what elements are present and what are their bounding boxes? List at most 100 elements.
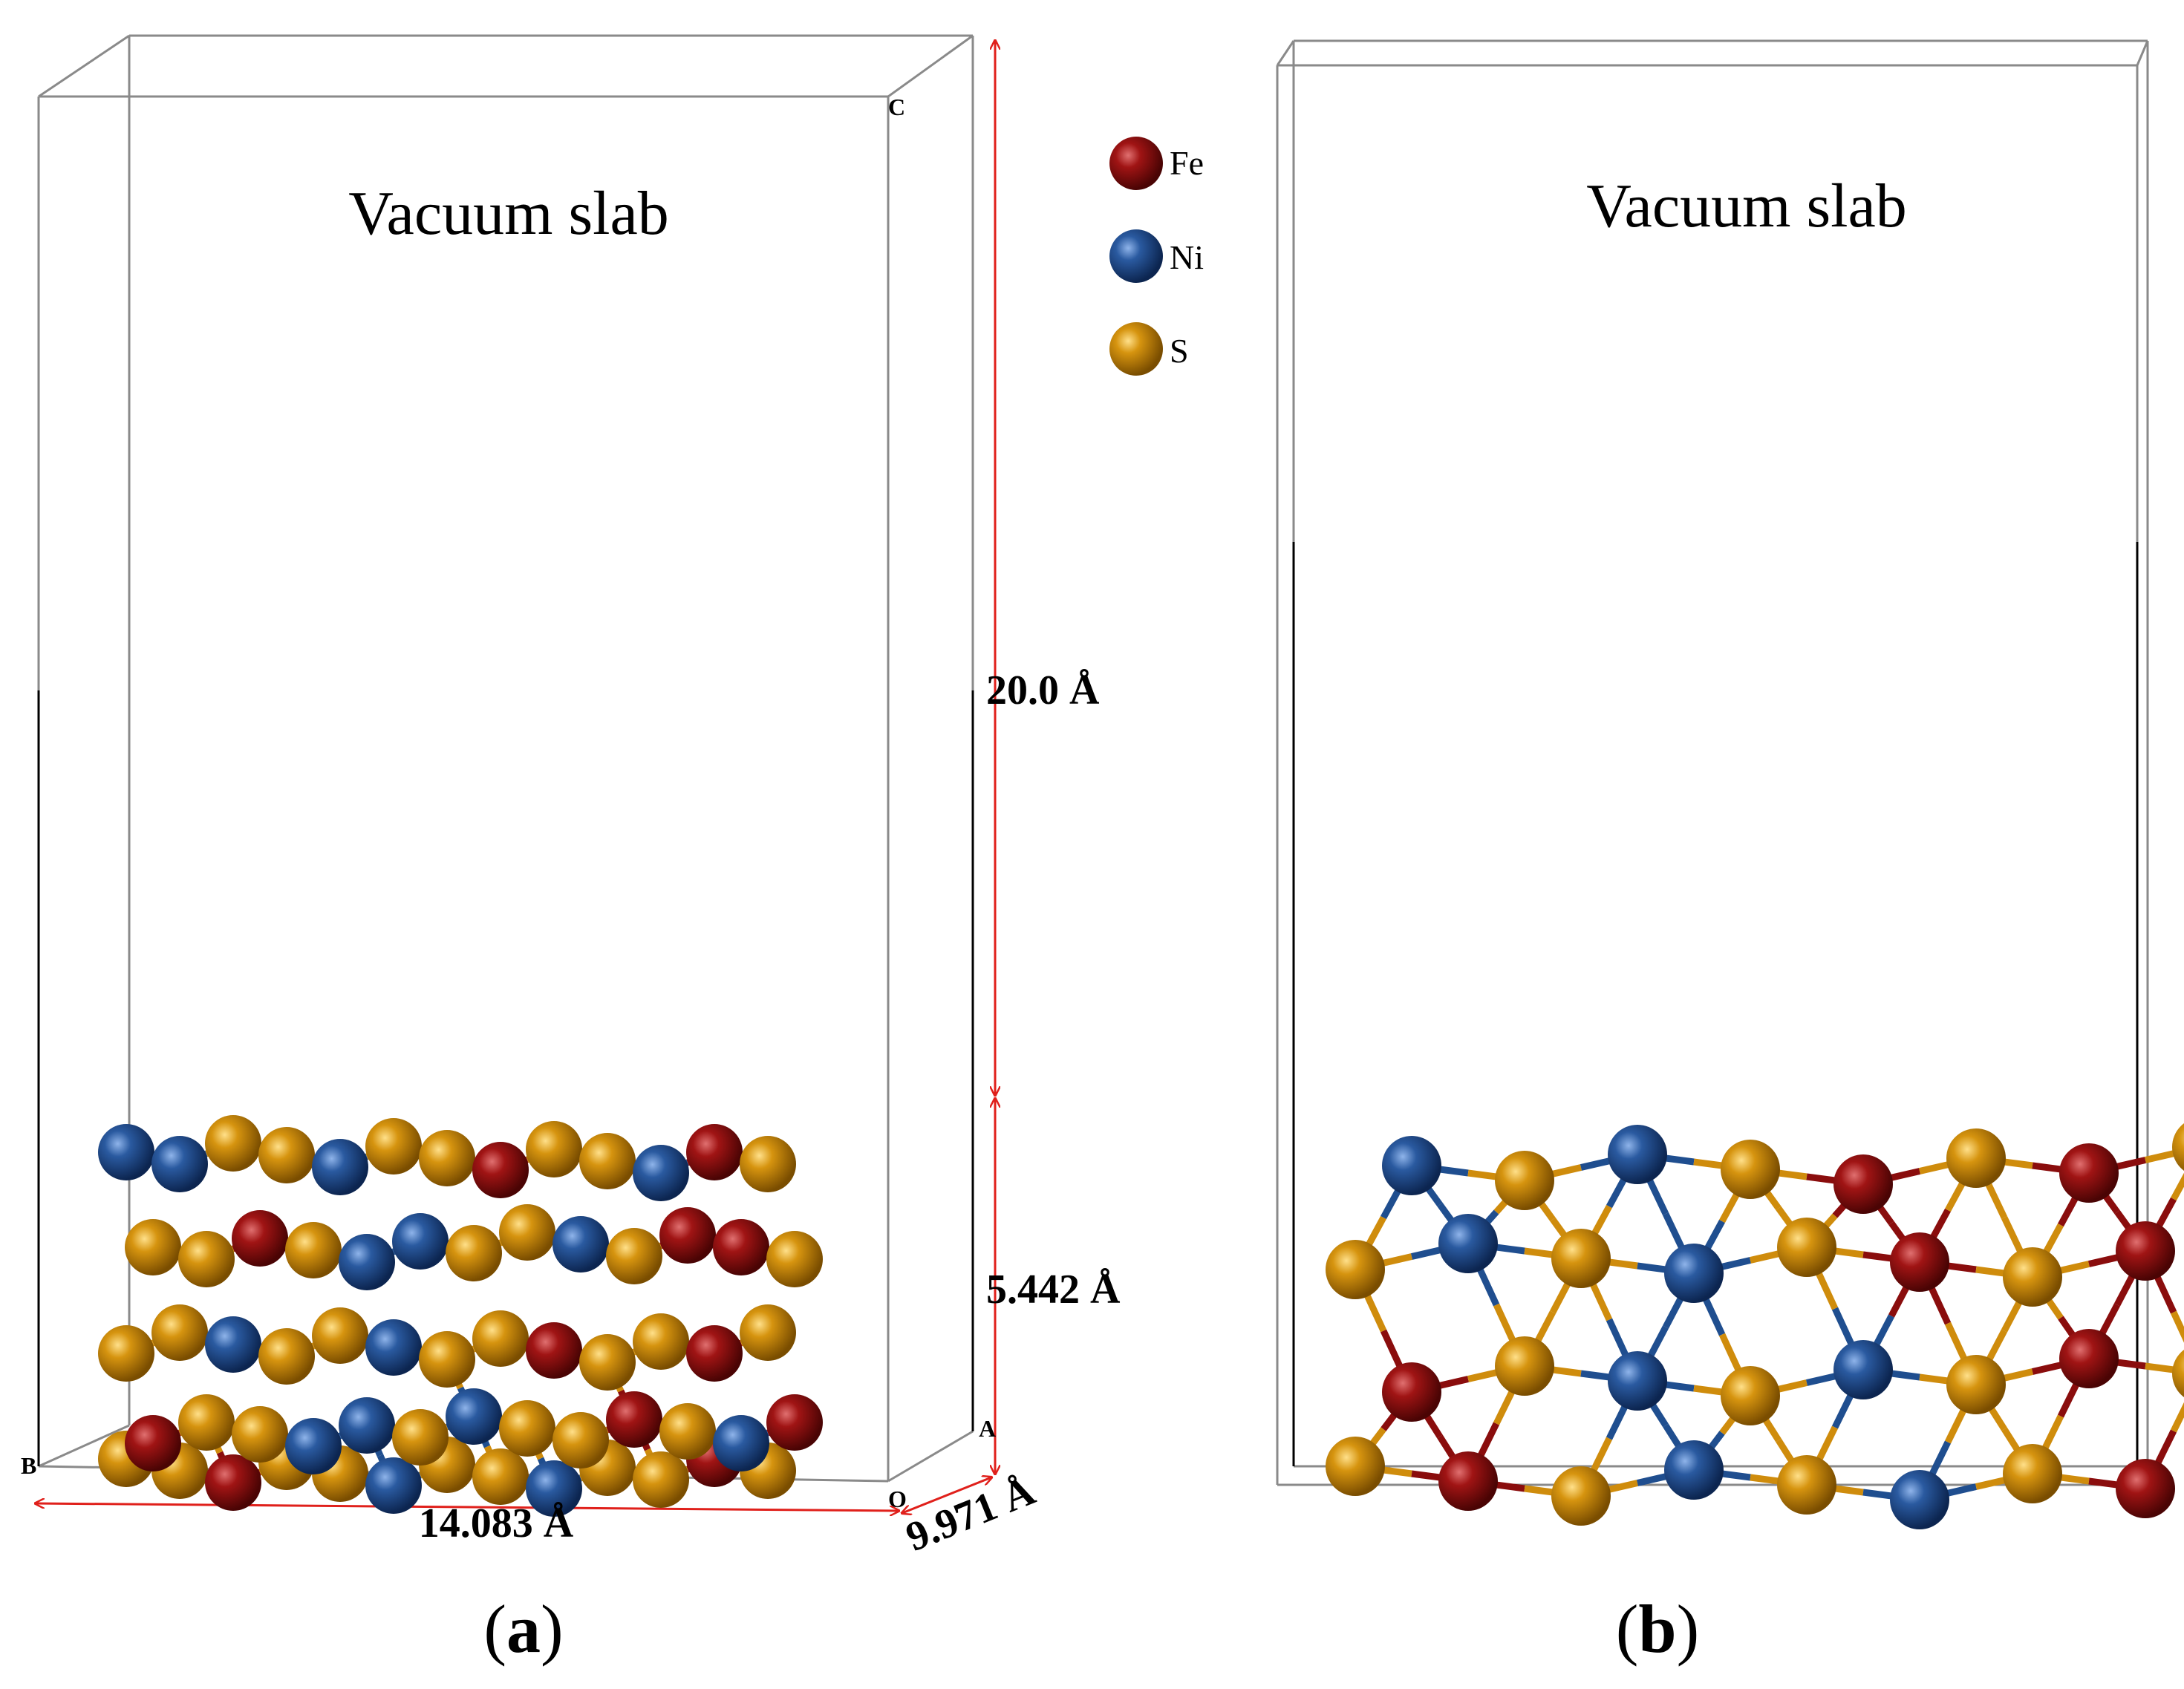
- vacuum-slab-label-a: Vacuum slab: [348, 179, 669, 248]
- s-atom: [740, 1304, 796, 1361]
- s-atom: [606, 1228, 662, 1284]
- ni-atom: [1438, 1214, 1498, 1273]
- ni-atom: [1664, 1244, 1724, 1303]
- s-atom: [232, 1406, 288, 1463]
- ni-atom: [365, 1319, 422, 1376]
- s-atom: [1551, 1466, 1611, 1526]
- ni-atom: [1382, 1136, 1441, 1195]
- ni-atom: [713, 1415, 769, 1471]
- legend-label-fe: Fe: [1170, 144, 1204, 182]
- s-atom: [258, 1127, 315, 1183]
- slab-height-label: 5.442 Å: [986, 1267, 1121, 1313]
- ni-atom: [339, 1397, 395, 1454]
- axis-label-c: C: [888, 94, 905, 120]
- s-atom: [499, 1400, 555, 1457]
- fe-atom: [125, 1415, 181, 1471]
- ni-atom: [552, 1216, 609, 1273]
- legend: Fe Ni S: [1109, 137, 1204, 376]
- vacuum-slab-label-b: Vacuum slab: [1586, 171, 1907, 241]
- fe-atom: [472, 1142, 529, 1198]
- s-atom: [1946, 1128, 2006, 1188]
- fe-atom: [606, 1391, 662, 1448]
- fe-atom: [526, 1322, 582, 1379]
- ni-atom: [1833, 1340, 1893, 1399]
- fe-atom: [2059, 1143, 2119, 1203]
- ni-atom: [365, 1457, 422, 1514]
- s-atom: [125, 1219, 181, 1275]
- legend-item-ni: Ni: [1109, 229, 1204, 283]
- s-atom: [659, 1403, 716, 1460]
- s-atom: [579, 1334, 636, 1391]
- s-atom: [2003, 1247, 2062, 1307]
- caption-open: (: [483, 1591, 506, 1667]
- caption-close: ): [541, 1591, 564, 1667]
- s-atom: [1326, 1437, 1385, 1496]
- s-atom: [472, 1448, 529, 1505]
- slab-structure-a: [98, 1115, 823, 1517]
- vacuum-height-label: 20.0 Å: [986, 667, 1100, 713]
- ni-atom: [446, 1388, 502, 1445]
- bond: [2171, 1172, 2184, 1201]
- depth-arrow: [902, 1477, 991, 1513]
- fe-atom: [1438, 1451, 1498, 1511]
- s-atom: [98, 1325, 154, 1382]
- dimension-arrows: [36, 41, 995, 1513]
- axis-label-b: B: [21, 1452, 36, 1479]
- caption-a: (a): [483, 1591, 563, 1667]
- s-atom: [579, 1133, 636, 1189]
- ni-atom: [633, 1145, 689, 1201]
- s-atom: [419, 1331, 475, 1388]
- bond: [2170, 1402, 2184, 1433]
- s-atom: [1551, 1229, 1611, 1288]
- fe-atom: [205, 1454, 261, 1511]
- s-atom-icon: [1109, 322, 1163, 376]
- s-atom: [446, 1225, 502, 1281]
- fe-atom: [659, 1207, 716, 1264]
- s-atom: [258, 1328, 315, 1385]
- s-atom: [2172, 1123, 2184, 1171]
- ni-atom: [339, 1234, 395, 1290]
- s-atom: [1721, 1366, 1780, 1425]
- depth-label: 9.971 Å: [900, 1468, 1042, 1561]
- legend-label-ni: Ni: [1170, 238, 1204, 276]
- panel-b: Vacuum slab (b): [1276, 39, 2184, 1667]
- fe-atom-icon: [1109, 137, 1163, 190]
- slab-structure-b: [1326, 1123, 2184, 1529]
- bond: [2170, 1310, 2184, 1343]
- caption-letter: a: [506, 1591, 541, 1667]
- ni-atom: [1608, 1125, 1667, 1184]
- fe-atom: [2116, 1221, 2175, 1281]
- s-atom: [285, 1222, 342, 1278]
- caption-b: (b): [1616, 1591, 1699, 1667]
- fe-atom: [232, 1210, 288, 1267]
- fe-atom: [1833, 1154, 1893, 1214]
- width-arrow: [36, 1503, 899, 1511]
- s-atom: [151, 1304, 208, 1361]
- s-atom: [1326, 1240, 1385, 1299]
- ni-atom: [1664, 1440, 1724, 1500]
- caption-open: (: [1616, 1591, 1639, 1667]
- ni-atom: [312, 1139, 368, 1195]
- legend-label-s: S: [1170, 332, 1189, 370]
- s-atom: [1777, 1455, 1836, 1515]
- s-atom: [2172, 1350, 2184, 1397]
- caption-letter: b: [1638, 1591, 1676, 1667]
- ni-atom: [285, 1418, 342, 1474]
- ni-atom: [205, 1316, 261, 1373]
- axis-label-a: A: [979, 1415, 996, 1442]
- s-atom: [312, 1307, 368, 1364]
- cell-edge: [887, 34, 974, 98]
- fe-atom: [686, 1325, 743, 1382]
- cell-edge: [2136, 40, 2149, 66]
- fe-atom: [2059, 1329, 2119, 1388]
- s-atom: [472, 1310, 529, 1367]
- legend-item-s: S: [1109, 322, 1189, 376]
- s-atom: [499, 1204, 555, 1261]
- ni-atom: [1890, 1470, 1949, 1529]
- axis-label-o: O: [888, 1486, 907, 1512]
- s-atom: [392, 1409, 449, 1466]
- fe-atom: [1382, 1362, 1441, 1422]
- fe-atom: [1890, 1232, 1949, 1292]
- s-atom: [365, 1118, 422, 1175]
